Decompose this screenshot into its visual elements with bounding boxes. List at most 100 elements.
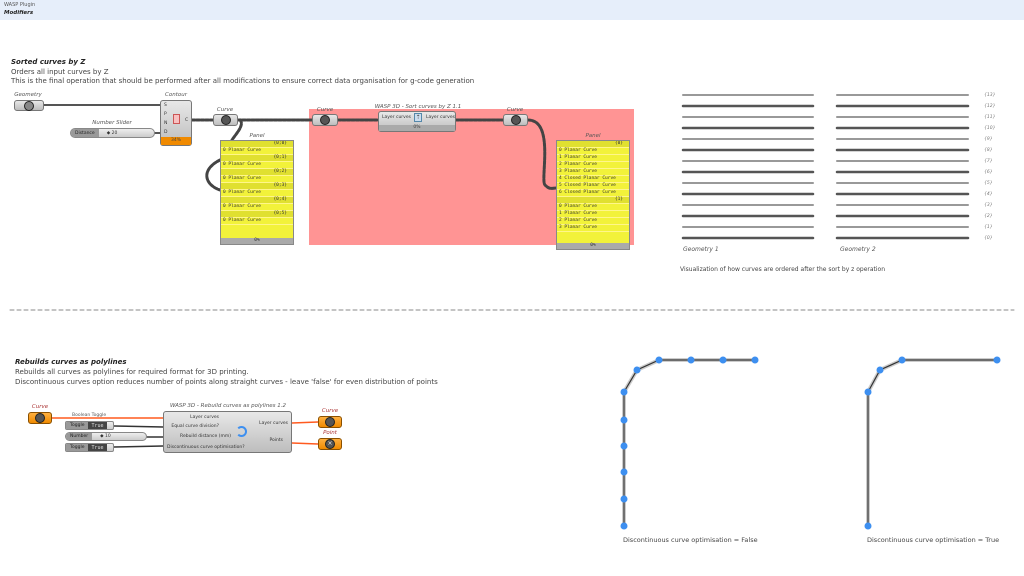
curve-param-3[interactable]: [503, 114, 528, 126]
panel-label: Panel: [249, 133, 265, 139]
polyline: [867, 359, 997, 526]
curve-index: {6}: [984, 169, 993, 175]
panel-path: {0;1}: [221, 155, 293, 162]
viz-caption: Visualization of how curves are ordered …: [680, 266, 885, 273]
curve-label: Curve: [31, 404, 49, 410]
panel-item: 3 Planar Curve: [557, 225, 629, 232]
panel-item: 0 Planar Curve: [557, 148, 629, 155]
curve-index: {12}: [984, 103, 996, 109]
curve-icon: [320, 115, 330, 125]
panel-progress: 0%: [557, 243, 629, 249]
rebuild-title: Rebuilds curves as polylines: [15, 358, 127, 366]
panel-item: 1 Planar Curve: [557, 155, 629, 162]
sort-progress: 0%: [379, 125, 455, 131]
curve-index: {2}: [984, 213, 993, 219]
rebuild-distance-slider[interactable]: Number ◆ 10: [65, 432, 147, 441]
rebuild-icon: [236, 426, 247, 437]
panel-item: 4 Closed Planar Curve: [557, 176, 629, 183]
input-rebuild-distance: Rebuild distance (mm): [180, 434, 231, 439]
sort-visualization: [681, 94, 970, 240]
output-curve-param[interactable]: [318, 416, 342, 428]
polyline-point: [620, 442, 628, 450]
input-layer-curves: Layer curves: [190, 415, 219, 420]
slider-name: Number: [66, 433, 93, 440]
sort-title: Sorted curves by Z: [11, 58, 86, 66]
slider-label: Number Slider: [92, 120, 132, 126]
toggle-group-label: Boolean Toggle: [72, 413, 107, 418]
panel-path: {0;2}: [221, 169, 293, 176]
panel-item: 0 Planar Curve: [221, 162, 293, 169]
curve-label: Curve: [506, 107, 524, 113]
sort-desc-1: Orders all input curves by Z: [11, 68, 109, 76]
panel-item: 2 Planar Curve: [557, 162, 629, 169]
curve-label: Curve: [321, 408, 339, 414]
sort-desc-2: This is the final operation that should …: [11, 77, 475, 85]
toggle-name: Toggle: [66, 422, 89, 429]
output-point-param[interactable]: ×: [318, 438, 342, 450]
panel-1[interactable]: {0;0}0 Planar Curve{0;1}0 Planar Curve{0…: [220, 140, 294, 245]
contour-label: Contour: [165, 92, 187, 98]
polyline-point: [864, 522, 872, 530]
input-d: D: [164, 130, 168, 135]
polyline-point: [655, 356, 663, 364]
panel-path: {0;5}: [221, 211, 293, 218]
contour-component[interactable]: S P N D C 34%: [160, 100, 192, 146]
curve-index: {13}: [984, 92, 996, 98]
curve-index: {5}: [984, 180, 993, 186]
wire-orange: [51, 417, 319, 445]
polyline-point: [993, 356, 1001, 364]
wire: [230, 118, 243, 142]
polyline-point: [620, 388, 628, 396]
geometry-1-label: Geometry 1: [683, 246, 719, 253]
curve-label: Curve: [316, 107, 334, 113]
slider-value: ◆ 20: [106, 130, 118, 136]
section-name: Modifiers: [4, 10, 34, 16]
polyline-point: [876, 366, 884, 374]
contour-progress: 34%: [161, 137, 191, 145]
panel-item: 5 Closed Planar Curve: [557, 183, 629, 190]
rebuild-component[interactable]: Layer curves Equal curve division? Rebui…: [163, 411, 292, 453]
slider-value: ◆ 10: [100, 434, 111, 439]
toggle-value: True: [88, 444, 107, 451]
polyline-point: [687, 356, 695, 364]
input-curve-param[interactable]: [28, 412, 52, 424]
contour-icon: [173, 114, 180, 124]
sort-component[interactable]: Layer curves ⇡ Layer curves 0%: [378, 111, 456, 132]
curve-index: {11}: [984, 114, 996, 120]
polyline-point: [751, 356, 759, 364]
slider-name: Distance: [71, 129, 99, 137]
panel-item: 0 Planar Curve: [221, 190, 293, 197]
curve-param-1[interactable]: [213, 114, 238, 126]
curve-label: Curve: [216, 107, 234, 113]
input-equal-division: Equal curve division?: [171, 424, 219, 429]
polyline: [622, 358, 755, 526]
point-icon: ×: [325, 439, 335, 449]
polyline-point: [719, 356, 727, 364]
polyline-point: [620, 468, 628, 476]
panel-item: 6 Closed Planar Curve: [557, 190, 629, 197]
distance-slider[interactable]: Distance ◆ 20: [70, 128, 155, 138]
polyline-point: [633, 366, 641, 374]
geometry-param[interactable]: [14, 100, 44, 111]
panel-path: {0;4}: [221, 197, 293, 204]
panel-item: 0 Planar Curve: [221, 176, 293, 183]
panel-path: {1}: [557, 197, 629, 204]
curve-index: {8}: [984, 147, 993, 153]
curve-index: {7}: [984, 158, 993, 164]
curve-index: {1}: [984, 224, 993, 230]
curve-index: {0}: [984, 235, 993, 241]
sort-input: Layer curves: [382, 115, 411, 120]
geometry-label: Geometry: [14, 92, 42, 98]
curve-param-2[interactable]: [312, 114, 338, 126]
geometry-icon: [24, 100, 34, 111]
plugin-name: WASP Plugin: [4, 2, 36, 8]
header-bar: WASP Plugin Modifiers: [0, 0, 1024, 20]
curve-index: {3}: [984, 202, 993, 208]
curve-icon: [325, 417, 335, 427]
caption-false: Discontinuous curve optimisation = False: [623, 536, 758, 544]
curve-icon: [220, 115, 231, 125]
